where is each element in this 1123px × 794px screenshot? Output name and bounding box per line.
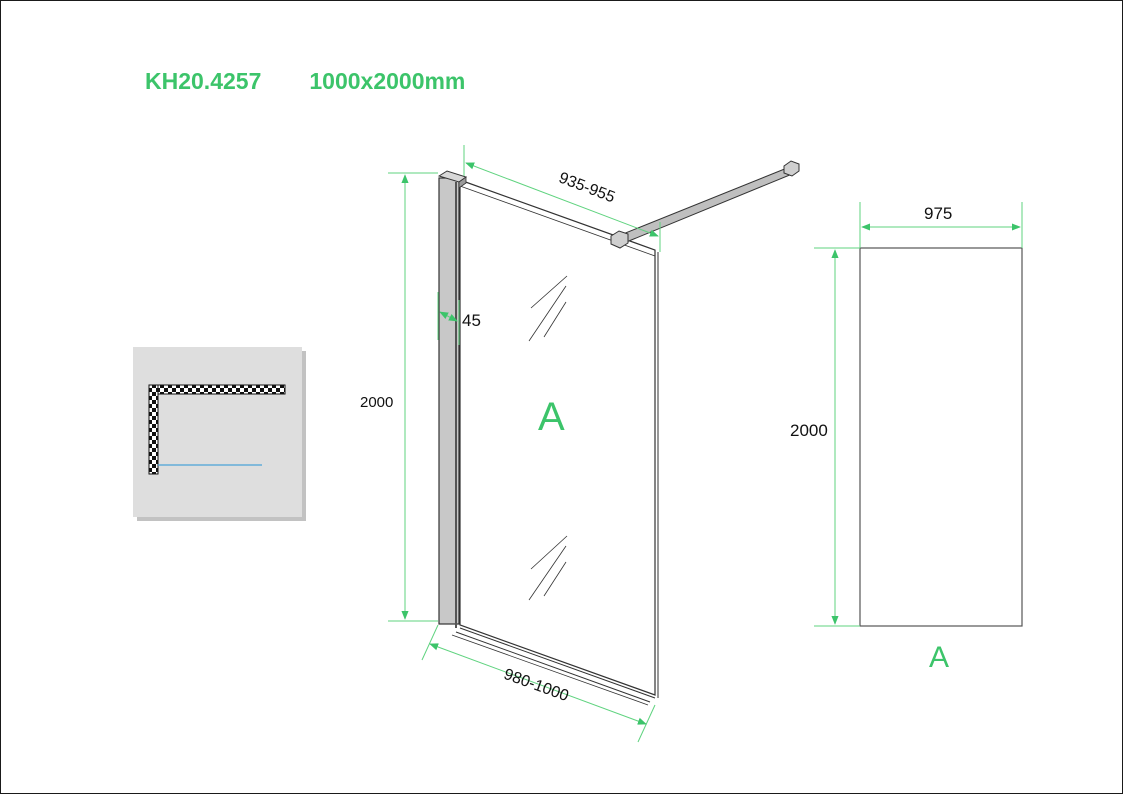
front-view: 975 2000 A (790, 202, 1023, 674)
model-code: KH20.4257 (145, 68, 262, 94)
front-width-dimension: 975 (924, 204, 952, 223)
title-block: KH20.4257 1000x2000mm (145, 68, 465, 95)
isometric-view: 2000 45 935-955 980-1000 A (360, 145, 800, 743)
profile-width-dimension: 45 (462, 311, 481, 330)
front-height-dimension: 2000 (790, 421, 828, 440)
legend-panel (133, 347, 306, 521)
iso-height-dimension: 2000 (360, 394, 393, 411)
front-panel-label: A (929, 641, 949, 674)
size-label: 1000x2000mm (309, 68, 466, 94)
bottom-width-dimension: 980-1000 (501, 666, 570, 705)
iso-panel-label: A (538, 395, 565, 439)
l-shaped-wall-profile-icon (133, 347, 302, 517)
